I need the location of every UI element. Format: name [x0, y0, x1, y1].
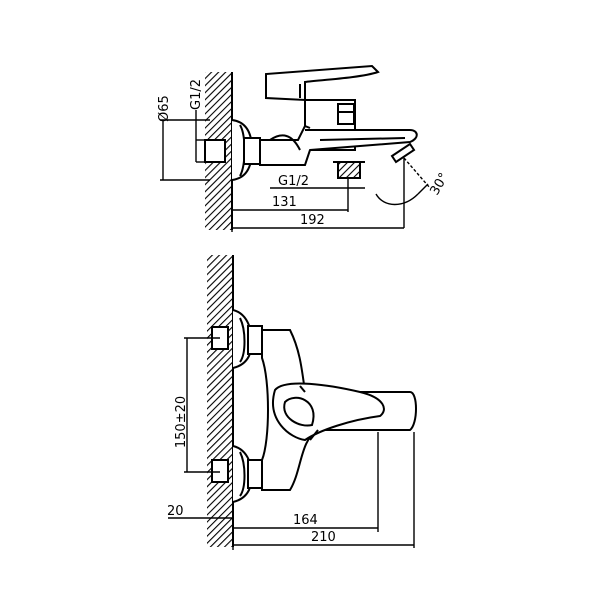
wall-hatch-bottom: [207, 255, 233, 547]
dim-210: 210: [311, 530, 336, 545]
angle-arc: [375, 193, 419, 206]
dim-g12-horizontal: G1/2: [278, 174, 309, 189]
bottom-view: [207, 255, 417, 547]
top-view-dimensions: [160, 110, 404, 232]
wall-connector-top: [204, 139, 226, 163]
dim-131: 131: [272, 195, 297, 210]
dim-d65: Ø65: [157, 95, 172, 122]
bottom-view-dimensions: [168, 337, 415, 550]
nut-upper: [247, 325, 263, 355]
shower-outlet-top: [337, 161, 361, 179]
wall-connector-lower: [211, 459, 229, 483]
dim-g12-vertical: G1/2: [189, 79, 204, 110]
aerator-top: [390, 142, 416, 164]
dim-angle30: 30°: [427, 171, 452, 198]
dim-192: 192: [300, 213, 325, 228]
dim-150: 150±20: [174, 396, 189, 448]
top-view: [204, 64, 431, 230]
dim-164: 164: [293, 513, 318, 528]
dim-20: 20: [167, 504, 184, 519]
diverter-knob-top: [337, 103, 355, 125]
lever-handle-top: [265, 64, 380, 102]
nut-top: [243, 137, 261, 165]
nut-lower: [247, 459, 263, 489]
